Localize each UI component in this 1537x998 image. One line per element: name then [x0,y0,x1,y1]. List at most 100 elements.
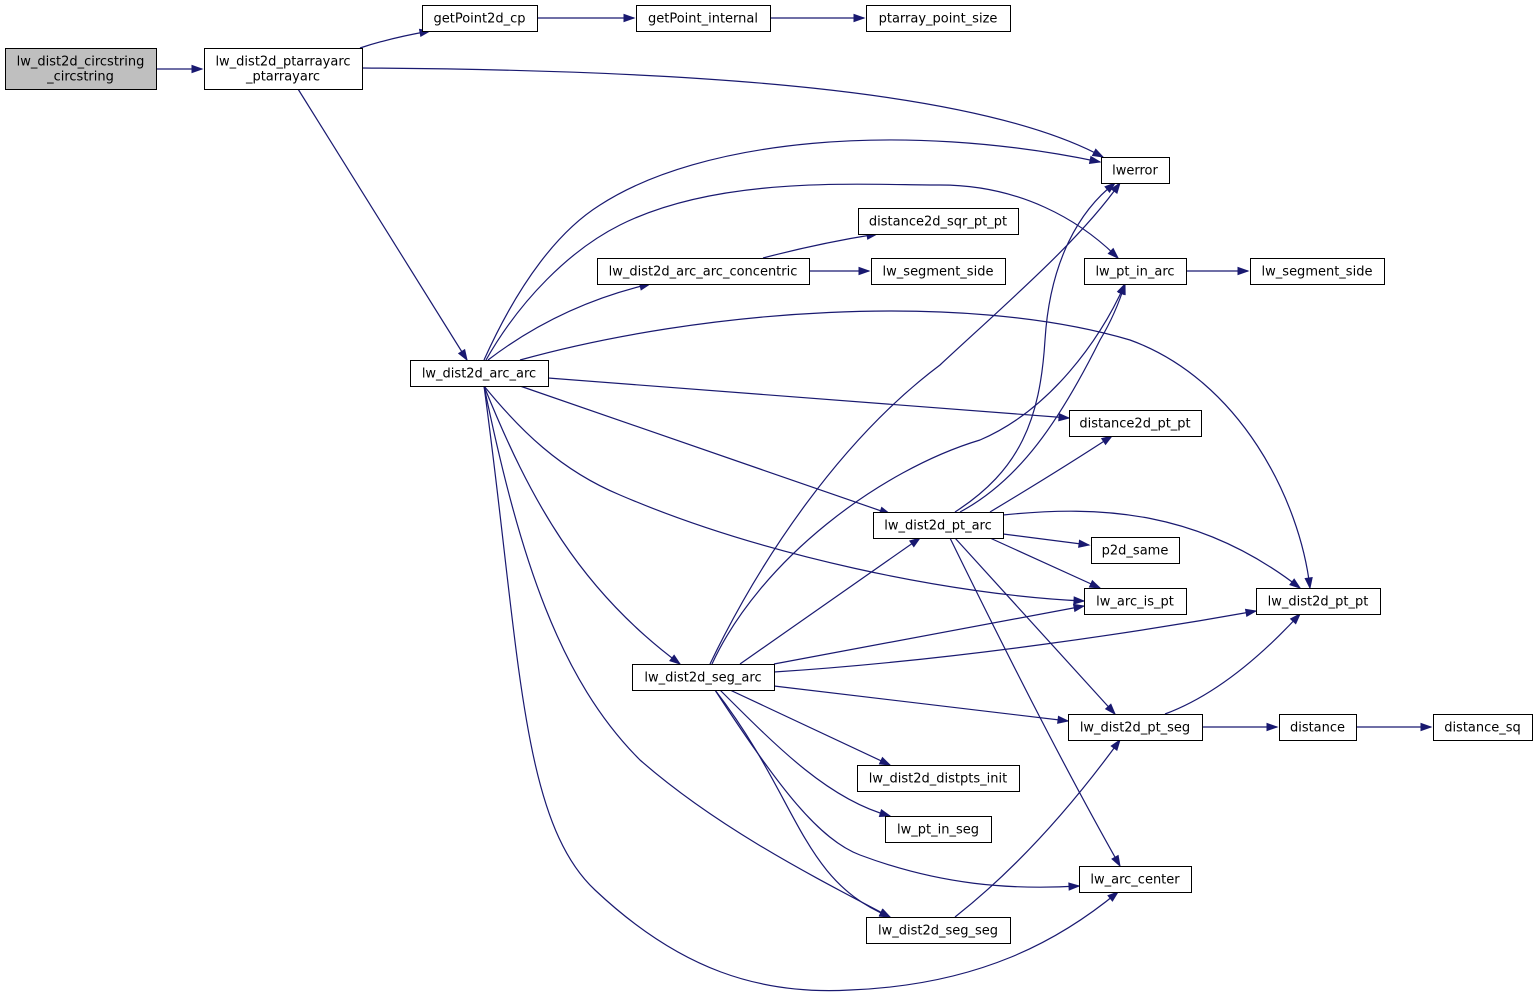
edge-line [483,385,1085,602]
arrowhead-icon [878,756,892,766]
node-lw-dist2d-distpts-init[interactable]: lw_dist2d_distpts_init [857,765,1020,792]
node-ptarray-point-size[interactable]: ptarray_point_size [866,5,1011,32]
node-lwerror[interactable]: lwerror [1101,157,1170,184]
node-box [871,258,1006,285]
edge-ptarc-to-lwerror [954,182,1117,513]
edge-line [729,689,891,766]
node-label: lw_dist2d_arc_arc_concentric [609,265,798,280]
edge-arcarc-to-segseg [483,385,892,918]
node-label: lw_dist2d_pt_arc [884,519,992,534]
arrowhead-icon [1057,715,1070,724]
edge-segarc-to-arcispt [773,603,1086,665]
node-lw-arc-is-pt[interactable]: lw_arc_is_pt [1084,588,1187,615]
node-layer: lw_dist2d_circstring_circstringlw_dist2d… [5,5,1533,944]
node-distance-sq[interactable]: distance_sq [1433,714,1533,741]
node-label: distance2d_sqr_pt_pt [869,215,1007,230]
node-label: distance_sq [1444,721,1521,736]
node-getpoint-internal[interactable]: getPoint_internal [636,5,771,32]
node-box [866,5,1011,32]
arrowhead-icon [1058,413,1071,422]
node-lw-arc-center[interactable]: lw_arc_center [1079,866,1192,893]
node-lw-dist2d-seg-seg[interactable]: lw_dist2d_seg_seg [866,917,1011,944]
node-lw-pt-in-arc[interactable]: lw_pt_in_arc [1084,258,1187,285]
node-box [1084,588,1187,615]
node-label: lw_dist2d_seg_arc [644,671,761,686]
edge-segarc-to-ptseg [773,685,1070,724]
arrowhead-icon [1420,722,1433,732]
node-box [866,917,1011,944]
node-lw-dist2d-circstring-circstring[interactable]: lw_dist2d_circstring_circstring [5,48,157,90]
node-lw-dist2d-ptarrayarc-ptarrayarc[interactable]: lw_dist2d_ptarrayarc_ptarrayarc [204,48,363,90]
node-lw-dist2d-seg-arc[interactable]: lw_dist2d_seg_arc [632,664,775,691]
node-lw-dist2d-pt-pt[interactable]: lw_dist2d_pt_pt [1256,588,1381,615]
edge-arcarcconc-to-segside1 [809,266,871,276]
edge-ptarrayarc-to-arcarc [297,88,468,362]
edge-arcarc-to-lwerror [483,139,1102,361]
node-distance2d-pt-pt[interactable]: distance2d_pt_pt [1069,410,1202,437]
node-label: getPoint2d_cp [433,12,525,27]
arrowhead-icon [457,348,468,362]
edge-line [487,283,651,361]
edge-arcarc-to-ptarc [519,385,892,515]
node-label: distance2d_pt_pt [1079,417,1190,432]
edge-line [989,537,1101,589]
edge-ptarc-to-arcispt [989,537,1102,589]
node-lw-segment-side[interactable]: lw_segment_side [1250,258,1385,285]
edge-arcarc-to-arcarcconc [487,282,652,361]
arrowhead-icon [908,537,922,548]
node-box [636,5,771,32]
edge-circstring-to-ptarrayarc [156,64,204,74]
edge-line [954,739,1121,918]
edge-ptseg-to-distance [1202,722,1279,732]
node-distance2d-sqr-pt-pt[interactable]: distance2d_sqr_pt_pt [858,208,1019,235]
edge-line [547,377,1070,419]
arrowhead-icon [1091,148,1105,158]
node-label: lw_dist2d_circstring [17,55,145,70]
edge-ptarc-to-lwptpt [1002,510,1302,589]
node-box [410,360,549,387]
edge-line [1002,510,1301,589]
edge-arcarc-to-ptinarc [485,183,1120,361]
node-label: lw_dist2d_seg_seg [878,924,998,939]
node-box [1433,714,1533,741]
arrowhead-icon [1104,703,1117,716]
edge-ptarc-to-ptinarc [959,282,1126,513]
node-box [873,512,1004,539]
node-lw-pt-in-seg[interactable]: lw_pt_in_seg [885,816,992,843]
node-distance[interactable]: distance [1279,714,1357,741]
node-label: _ptarrayarc [245,70,320,85]
arrowhead-icon [1068,882,1081,891]
arrowhead-icon [669,654,682,665]
node-lw-dist2d-pt-seg[interactable]: lw_dist2d_pt_seg [1068,714,1203,741]
node-box [857,765,1020,792]
node-box [1069,410,1202,437]
node-getpoint2d-cp[interactable]: getPoint2d_cp [422,5,538,32]
node-label: lw_pt_in_seg [897,823,979,838]
edge-line [483,139,1101,361]
node-p2d-same[interactable]: p2d_same [1091,537,1180,564]
node-box [885,816,992,843]
edge-line [483,385,891,918]
node-box [5,48,157,90]
node-lw-segment-side[interactable]: lw_segment_side [871,258,1006,285]
edge-line [1002,533,1090,546]
node-label: lw_dist2d_arc_arc [422,367,536,382]
node-label: _circstring [46,70,114,85]
arrowhead-icon [1110,738,1121,751]
edge-line [954,537,1116,715]
node-box [1250,258,1385,285]
node-label: p2d_same [1102,544,1169,559]
edge-ptarrayarc-to-getpoint2dcp [359,28,432,49]
node-lw-dist2d-arc-arc[interactable]: lw_dist2d_arc_arc [410,360,549,387]
node-lw-dist2d-arc-arc-concentric[interactable]: lw_dist2d_arc_arc_concentric [597,258,810,285]
node-box [1084,258,1187,285]
node-lw-dist2d-pt-arc[interactable]: lw_dist2d_pt_arc [873,512,1004,539]
edge-ptarc-to-ptseg [954,537,1117,716]
arrowhead-icon [1266,722,1279,732]
edge-arcarc-to-arcispt [483,385,1086,605]
edge-line [361,67,1104,158]
arrowhead-icon [1111,854,1121,868]
arrowhead-icon [1078,539,1091,548]
arrowhead-icon [1110,181,1121,194]
arrowhead-icon [1304,577,1313,590]
